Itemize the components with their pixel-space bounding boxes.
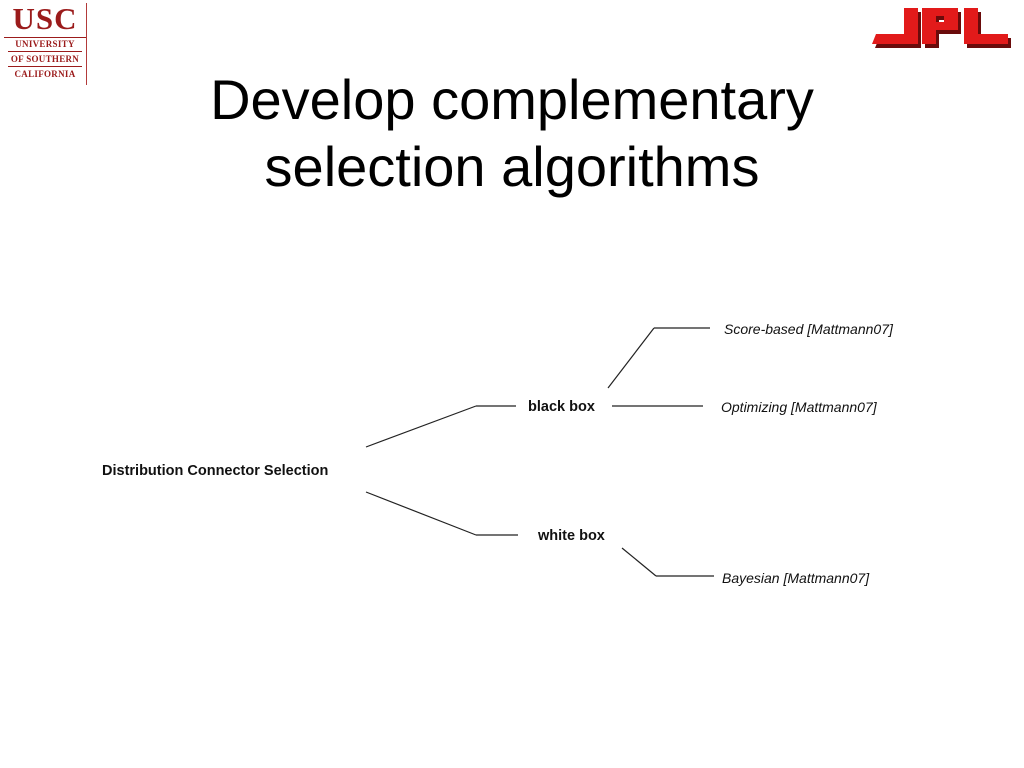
root-node-label: Distribution Connector Selection: [102, 463, 328, 479]
white-box-node-label: white box: [537, 528, 605, 544]
score-based-leaf-label: Score-based [Mattmann07]: [724, 321, 894, 337]
bayesian-leaf-label: Bayesian [Mattmann07]: [722, 570, 870, 586]
usc-logo-divider: [8, 51, 82, 52]
usc-logo-divider: [8, 66, 82, 67]
edge-black-box-to-score-based: [607, 327, 655, 389]
usc-logo: USC UNIVERSITY OF SOUTHERN CALIFORNIA: [4, 3, 87, 85]
black-box-node-label: black box: [528, 399, 595, 415]
edge-root-to-white-box: [365, 491, 477, 536]
slide-title-line-2: selection algorithms: [264, 135, 760, 198]
slide-title-line-1: Develop complementary: [210, 68, 814, 131]
usc-logo-line-2: OF SOUTHERN: [10, 54, 80, 64]
edge-root-to-black-box: [365, 405, 477, 448]
slide-title: Develop complementary selection algorith…: [100, 66, 924, 200]
usc-logo-wordmark: USC: [4, 3, 86, 38]
optimizing-leaf-label: Optimizing [Mattmann07]: [721, 399, 878, 415]
edge-white-box-to-bayesian: [621, 547, 657, 577]
usc-logo-line-1: UNIVERSITY: [15, 39, 75, 49]
jpl-logo: [872, 8, 1011, 48]
usc-logo-line-3: CALIFORNIA: [14, 69, 76, 79]
